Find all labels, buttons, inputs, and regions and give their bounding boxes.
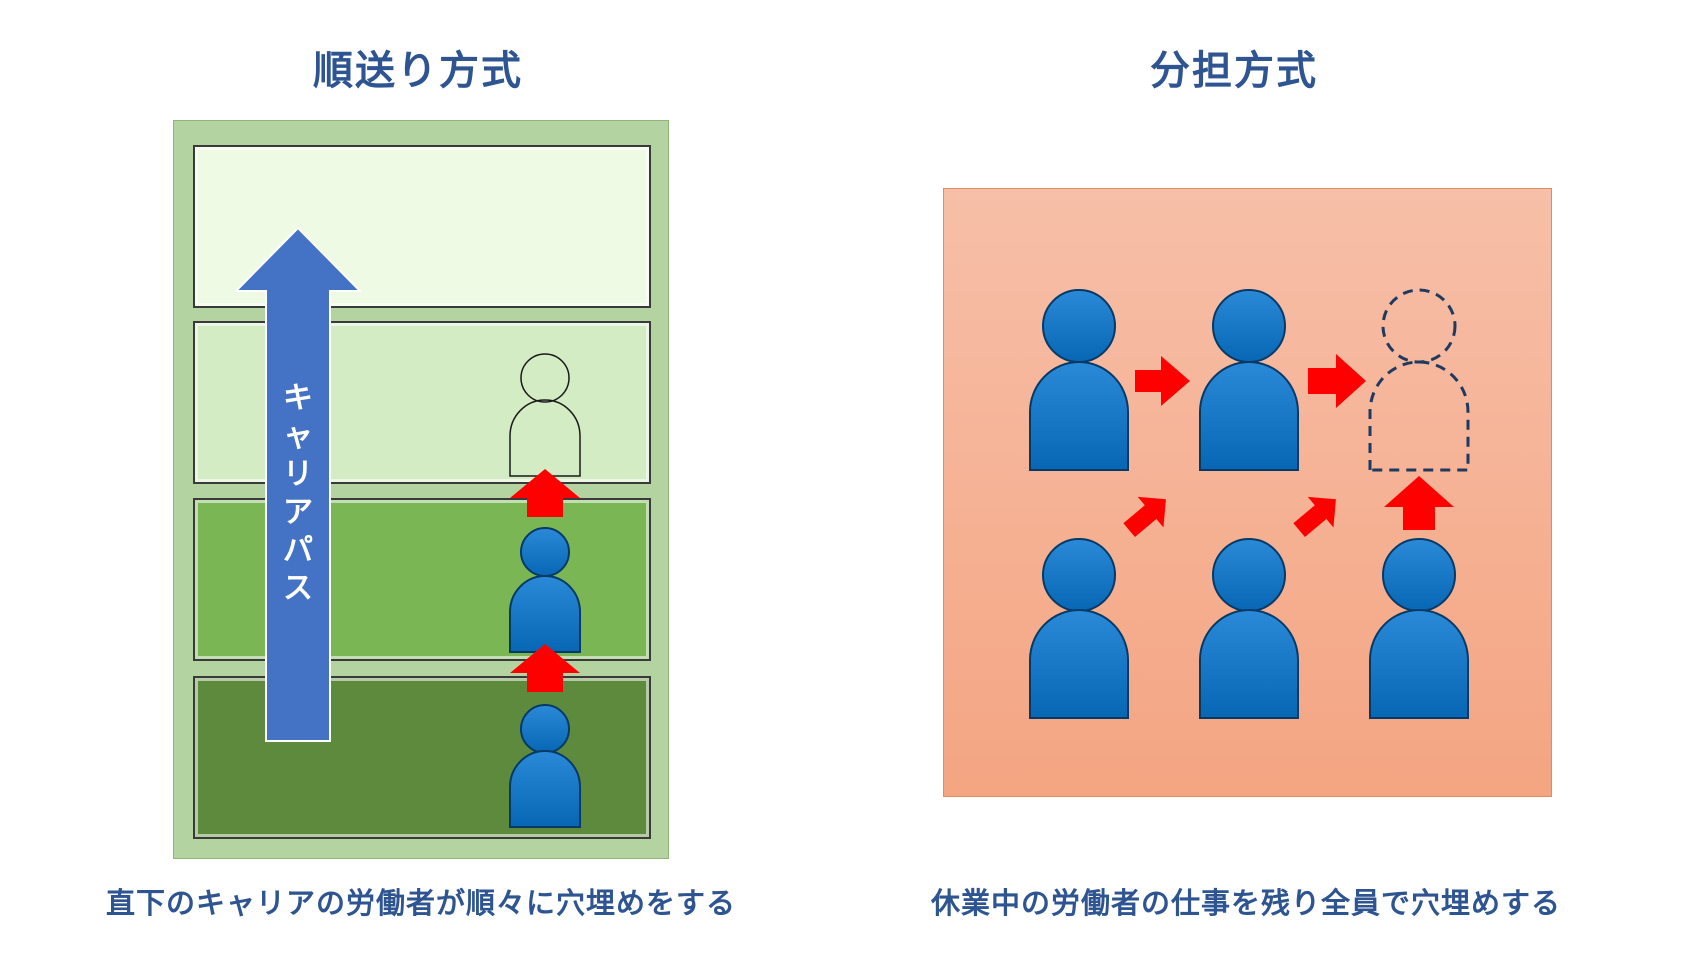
- left-title: 順送り方式: [313, 48, 523, 94]
- right-arrow-icon: [1135, 356, 1190, 406]
- right-arrow-icon: [1308, 354, 1366, 408]
- person-icon: [1029, 538, 1129, 719]
- up-arrow-icon: [1384, 476, 1454, 530]
- person-icon: [1369, 538, 1469, 719]
- career-path-label: キャリアパス: [283, 381, 313, 606]
- person-icon: [1199, 538, 1299, 719]
- right-caption: 休業中の労働者の仕事を残り全員で穴埋めする: [930, 886, 1561, 920]
- diagonal-arrow-icon: [1293, 496, 1336, 538]
- person-icon: [1199, 289, 1299, 471]
- up-arrow-icon: [510, 644, 580, 692]
- absent-person-icon: [1368, 288, 1470, 472]
- person-icon: [509, 527, 581, 653]
- person-icon: [1029, 289, 1129, 471]
- left-caption: 直下のキャリアの労働者が順々に穴埋めをする: [105, 886, 736, 920]
- person-icon: [509, 704, 581, 828]
- career-path-arrow: [233, 226, 363, 742]
- up-arrow-icon: [510, 469, 580, 517]
- diagonal-arrow-icon: [1123, 496, 1166, 538]
- right-title: 分担方式: [1150, 48, 1318, 94]
- vacant-person-icon: [509, 353, 581, 477]
